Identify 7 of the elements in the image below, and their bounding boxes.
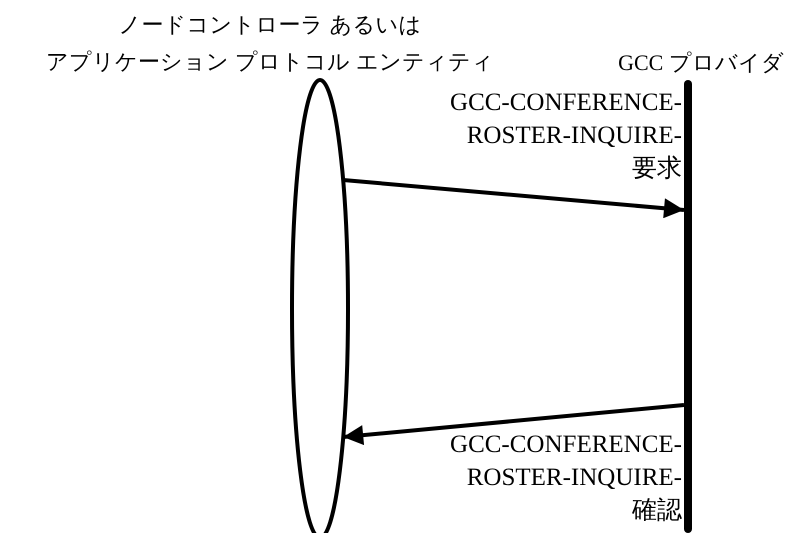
lifeline-heading: GCC プロバイダ <box>617 49 785 77</box>
message-arrow <box>342 178 684 218</box>
message-arrow <box>343 403 684 446</box>
edge-label: GCC-CONFERENCE- ROSTER-INQUIRE- 確認 <box>450 430 682 526</box>
lifeline-heading: ノードコントローラ あるいはアプリケーション プロトコル エンティティ <box>44 11 496 76</box>
edge-label: GCC-CONFERENCE- ROSTER-INQUIRE- 要求 <box>450 88 682 184</box>
lifeline-bar <box>684 80 692 533</box>
